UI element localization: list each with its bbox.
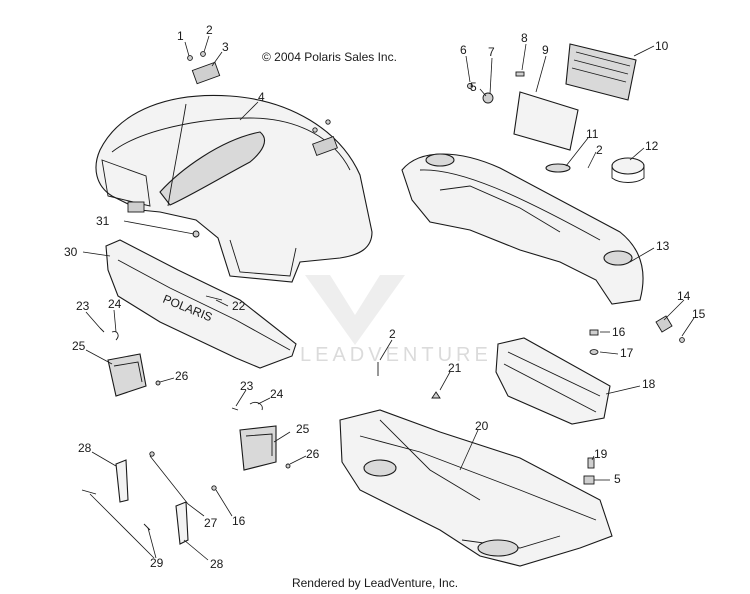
callout-20: 20 — [475, 419, 489, 433]
headlight-left-part — [107, 353, 147, 397]
small-fasteners — [99, 230, 291, 469]
callout-5: 5 — [470, 80, 477, 94]
leader-lines — [82, 35, 695, 561]
callout-8: 8 — [521, 31, 528, 45]
dash-panel-part — [401, 153, 644, 305]
callout-3: 3 — [222, 40, 229, 54]
callout-25: 25 — [72, 339, 86, 353]
watermark-text: LEADVENTURE — [300, 344, 492, 366]
headlight-right-part — [239, 425, 277, 471]
floor-fasteners — [377, 362, 595, 485]
callout-11: 11 — [586, 127, 599, 141]
glovebox-parts — [467, 43, 645, 183]
callout-4: 4 — [258, 90, 265, 104]
callout-31: 31 — [96, 214, 110, 228]
callout-23b: 23 — [240, 379, 254, 393]
callout-30: 30 — [64, 245, 78, 259]
console-tray-part — [495, 337, 611, 425]
callout-7: 7 — [488, 45, 495, 59]
front-bumper-part: POLARIS — [105, 239, 297, 369]
callout-17: 17 — [620, 346, 634, 360]
footer-credit: Rendered by LeadVenture, Inc. — [291, 576, 459, 590]
callout-23: 23 — [76, 299, 90, 313]
callout-12: 12 — [645, 139, 659, 153]
callout-19: 19 — [594, 447, 608, 461]
callout-26b: 26 — [306, 447, 320, 461]
callout-28b: 28 — [210, 557, 224, 571]
callout-2c: 2 — [389, 327, 396, 341]
latch-hardware — [589, 315, 685, 355]
callout-18: 18 — [642, 377, 656, 391]
callout-6: 6 — [460, 43, 467, 57]
callout-2b: 2 — [596, 143, 603, 157]
leadventure-watermark-icon — [305, 275, 405, 345]
callout-14: 14 — [677, 289, 691, 303]
callout-29: 29 — [150, 556, 164, 570]
callout-9: 9 — [542, 43, 549, 57]
callout-27: 27 — [204, 516, 218, 530]
callout-25b: 25 — [296, 422, 310, 436]
floor-pan-part — [339, 409, 613, 567]
copyright-text: © 2004 Polaris Sales Inc. — [262, 50, 397, 64]
callout-24b: 24 — [270, 387, 284, 401]
hinge-hardware — [187, 51, 338, 156]
callout-13: 13 — [656, 239, 670, 253]
callout-26: 26 — [175, 369, 189, 383]
hood-part — [95, 94, 373, 283]
mount-brackets — [81, 451, 217, 545]
callout-10: 10 — [655, 39, 669, 53]
callout-15: 15 — [692, 307, 706, 321]
callout-16: 16 — [612, 325, 626, 339]
callout-5b: 5 — [614, 472, 621, 486]
callout-1: 1 — [177, 29, 184, 43]
callout-2: 2 — [206, 23, 213, 37]
callout-22: 22 — [232, 299, 246, 313]
callout-numbers: 1 2 3 4 5 6 7 8 9 10 11 2 12 13 31 30 22… — [64, 23, 706, 571]
callout-28: 28 — [78, 441, 92, 455]
callout-21: 21 — [448, 361, 462, 375]
callout-24: 24 — [108, 297, 122, 311]
callout-16b: 16 — [232, 514, 246, 528]
